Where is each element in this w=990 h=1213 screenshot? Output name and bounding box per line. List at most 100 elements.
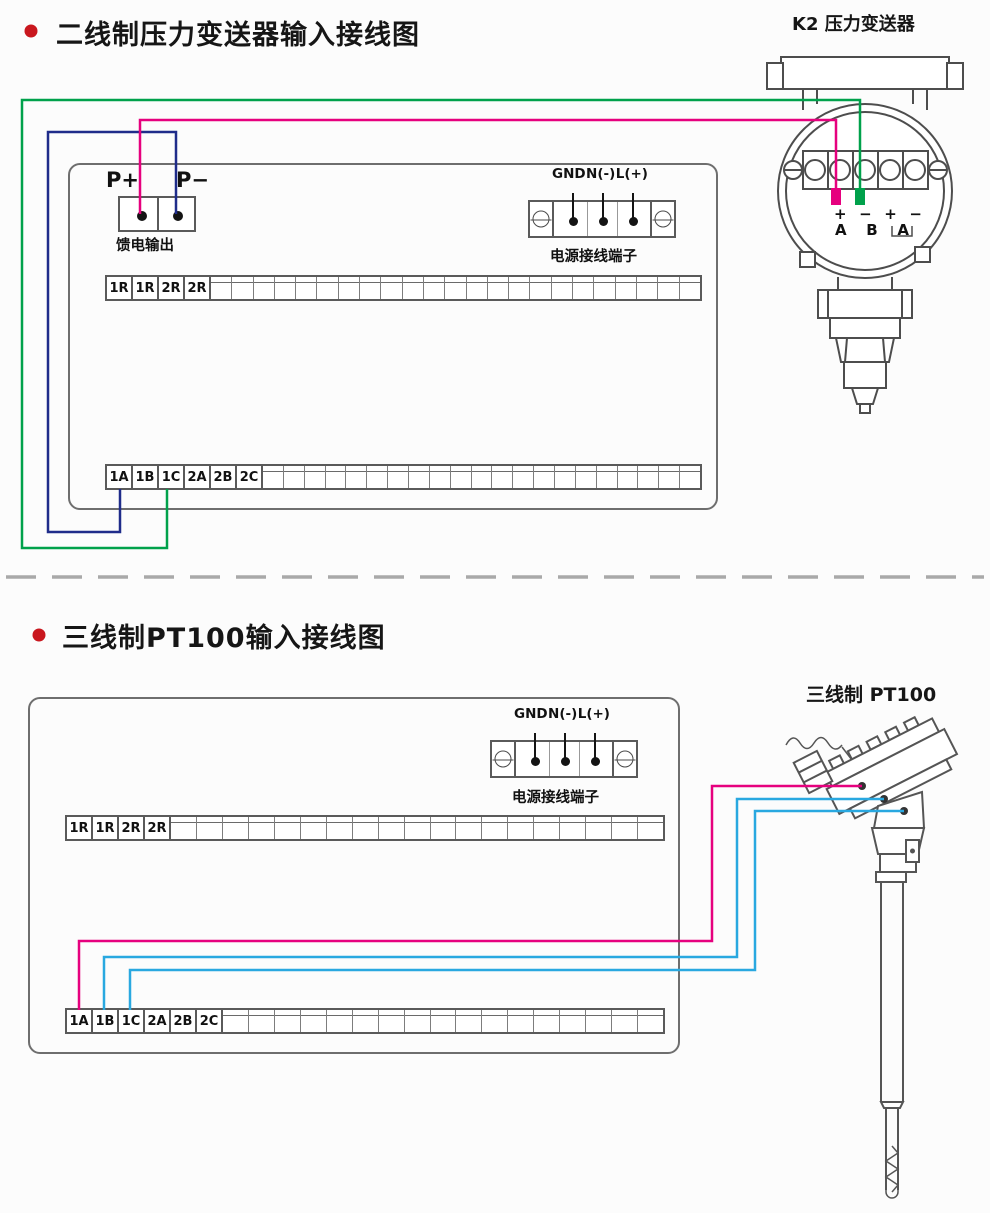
feed-terminal-plus: [137, 211, 147, 221]
neutral-label: N(-): [548, 706, 578, 722]
transmitter-terminal-letters: A B A: [835, 221, 909, 239]
terminal-cell-2c: 2C: [197, 1010, 223, 1032]
terminal-cell-empty: [509, 277, 531, 299]
terminal-cell-empty: [431, 817, 457, 839]
terminal-cell-empty: [576, 466, 597, 488]
terminal-cell-1a: 1A: [67, 1010, 93, 1032]
terminal-cell-empty: [301, 817, 327, 839]
terminal-divider: [549, 742, 550, 776]
terminal-cell-empty: [638, 466, 660, 488]
terminal-cell-empty: [275, 277, 297, 299]
terminal-cell-2r: 2R: [119, 817, 145, 839]
terminal-cell-empty: [381, 277, 403, 299]
terminal-cell-1b: 1B: [133, 466, 159, 488]
terminal-cell-empty: [680, 277, 700, 299]
terminal-cell-empty: [618, 466, 639, 488]
terminal-cell-1c: 1C: [159, 466, 185, 488]
terminal-cell-1b: 1B: [93, 1010, 119, 1032]
terminal-cell-2a: 2A: [185, 466, 211, 488]
power-terminal-block-1: [528, 193, 676, 238]
transmitter-device-label: K2 压力变送器: [792, 14, 915, 35]
terminal-cell-empty: [360, 277, 382, 299]
terminal-cell-empty: [530, 277, 552, 299]
terminal-cell-empty: [403, 277, 424, 299]
terminal-cell-empty: [388, 466, 410, 488]
terminal-cell-empty: [367, 466, 389, 488]
empty-terminal-cells: [171, 817, 663, 839]
terminal-cell-1r: 1R: [93, 817, 119, 839]
terminal-cell-empty: [555, 466, 576, 488]
terminal-cell-empty: [586, 1010, 613, 1032]
terminal-cell-empty: [327, 1010, 353, 1032]
section1-title: 二线制压力变送器输入接线图: [56, 20, 420, 51]
terminal-cell-empty: [254, 277, 275, 299]
terminal-cell-empty: [560, 1010, 587, 1032]
terminal-strip-input-2: 1A 1B 1C 2A 2B 2C: [65, 1008, 665, 1034]
terminal-cell-empty: [573, 277, 595, 299]
terminal-cell-empty: [223, 817, 249, 839]
power-pin-line: [628, 193, 638, 226]
terminal-cell-empty: [275, 817, 301, 839]
terminal-cell-empty: [249, 817, 275, 839]
screw-icon: [530, 210, 552, 228]
terminal-cell-empty: [301, 1010, 327, 1032]
feed-terminal-minus: [173, 211, 183, 221]
power-terminal-caption-1: 电源接线端子: [550, 249, 637, 265]
terminal-cell-empty: [405, 1010, 431, 1032]
terminal-cell-empty: [353, 817, 379, 839]
gnd-label: GND: [552, 166, 586, 182]
pt100-device-label: 三线制 PT100: [806, 684, 937, 706]
terminal-cell-empty: [263, 466, 284, 488]
terminal-cell-empty: [305, 466, 326, 488]
power-contacts: [554, 193, 650, 236]
terminal-cell-empty: [456, 817, 483, 839]
terminal-cell-empty: [508, 817, 535, 839]
terminal-cell-empty: [638, 817, 663, 839]
line-label: L(+): [577, 706, 610, 722]
bullet-icon: [32, 628, 46, 642]
terminal-strip-relay-2: 1R 1R 2R 2R: [65, 815, 665, 841]
terminal-cell-empty: [249, 1010, 275, 1032]
feed-p-plus-label: P+: [106, 168, 139, 192]
terminal-cell-empty: [171, 817, 197, 839]
terminal-cell-2b: 2B: [211, 466, 237, 488]
screw-icon: [492, 750, 514, 768]
terminal-cell-empty: [534, 466, 556, 488]
power-terminal-labels-2: GND N(-) L(+): [514, 706, 610, 722]
terminal-cell-empty: [317, 277, 339, 299]
terminal-cell-empty: [326, 466, 347, 488]
transmitter-wire-clamp-positive: [831, 188, 841, 205]
pt100-sensor-drawing: [785, 715, 959, 1199]
sign-minus: −: [909, 205, 922, 223]
feed-p-minus-label: P−: [176, 168, 209, 192]
terminal-cell-2c: 2C: [237, 466, 263, 488]
terminal-cell-empty: [284, 466, 305, 488]
terminal-cell-empty: [680, 466, 700, 488]
terminal-cell-empty: [637, 277, 659, 299]
terminal-cell-empty: [456, 1010, 483, 1032]
terminal-cell-empty: [405, 817, 431, 839]
terminal-cell-1r: 1R: [107, 277, 133, 299]
power-pin-line: [590, 733, 600, 766]
terminal-cell-2a: 2A: [145, 1010, 171, 1032]
terminal-cell-empty: [339, 277, 361, 299]
gnd-label: GND: [514, 706, 548, 722]
terminal-cell-empty: [472, 466, 493, 488]
terminal-cell-empty: [445, 277, 467, 299]
terminal-cell-empty: [597, 466, 618, 488]
terminal-cell-empty: [659, 466, 681, 488]
terminal-cell-empty: [467, 277, 488, 299]
terminal-cell-empty: [451, 466, 472, 488]
bullet-icon: [24, 24, 38, 38]
letter-b: B: [866, 221, 878, 239]
power-contacts: [516, 733, 612, 776]
terminal-cell-1c: 1C: [119, 1010, 145, 1032]
power-pin-gnd: [530, 733, 540, 766]
terminal-cell-empty: [560, 817, 587, 839]
end-screw-terminal: [492, 742, 516, 776]
end-screw-terminal: [612, 742, 636, 776]
terminal-divider: [157, 198, 159, 230]
terminal-cell-1r: 1R: [67, 817, 93, 839]
terminal-cell-empty: [488, 277, 510, 299]
line-label: L(+): [615, 166, 648, 182]
